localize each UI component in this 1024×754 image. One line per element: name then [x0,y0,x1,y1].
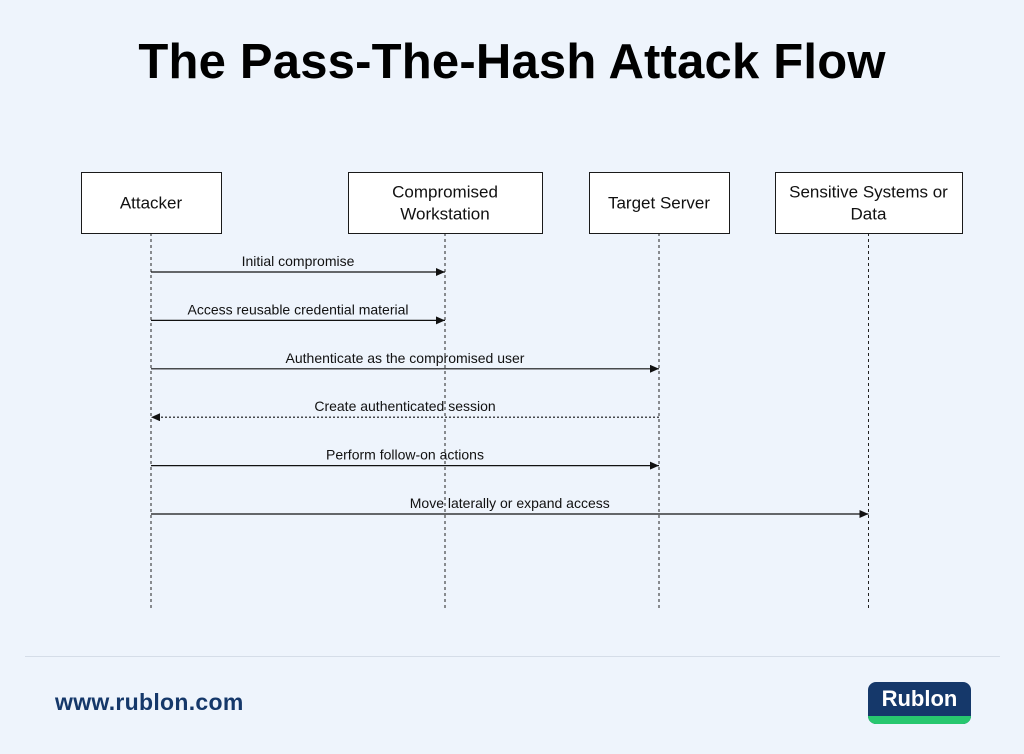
message-label: Perform follow-on actions [326,447,484,463]
actor-label: Workstation [400,205,489,224]
actor-box-server [589,172,730,234]
message-label: Authenticate as the compromised user [286,350,525,366]
actor-label: Sensitive Systems or [789,183,948,202]
actor-box-attacker [81,172,222,234]
page-title: The Pass-The-Hash Attack Flow [138,35,886,89]
footer-divider [25,656,1000,657]
message-label: Initial compromise [242,253,355,269]
logo-green-bar [868,716,971,724]
actor-sensitive: Sensitive Systems or Data [775,172,963,234]
actor-box-sensitive [775,172,963,234]
actor-server: Target Server [589,172,730,234]
website-link[interactable]: www.rublon.com [55,689,244,715]
message-label: Create authenticated session [314,398,495,414]
message-1: Initial compromise [151,253,445,276]
message-3: Authenticate as the compromised user [151,350,659,373]
message-5: Perform follow-on actions [151,447,659,470]
rublon-logo: Rublon [868,682,971,724]
actor-label: Compromised [392,183,498,202]
message-label: Access reusable credential material [188,301,409,317]
message-label: Move laterally or expand access [410,495,610,511]
logo-text: Rublon [881,686,958,711]
actor-label: Data [851,205,887,224]
actor-attacker: Attacker [81,172,222,234]
actor-label: Target Server [608,194,710,213]
actor-label: Attacker [120,194,183,213]
message-2: Access reusable credential material [151,301,445,325]
actor-box-workstation [348,172,543,234]
message-6: Move laterally or expand access [151,495,869,518]
message-4: Create authenticated session [151,398,659,422]
